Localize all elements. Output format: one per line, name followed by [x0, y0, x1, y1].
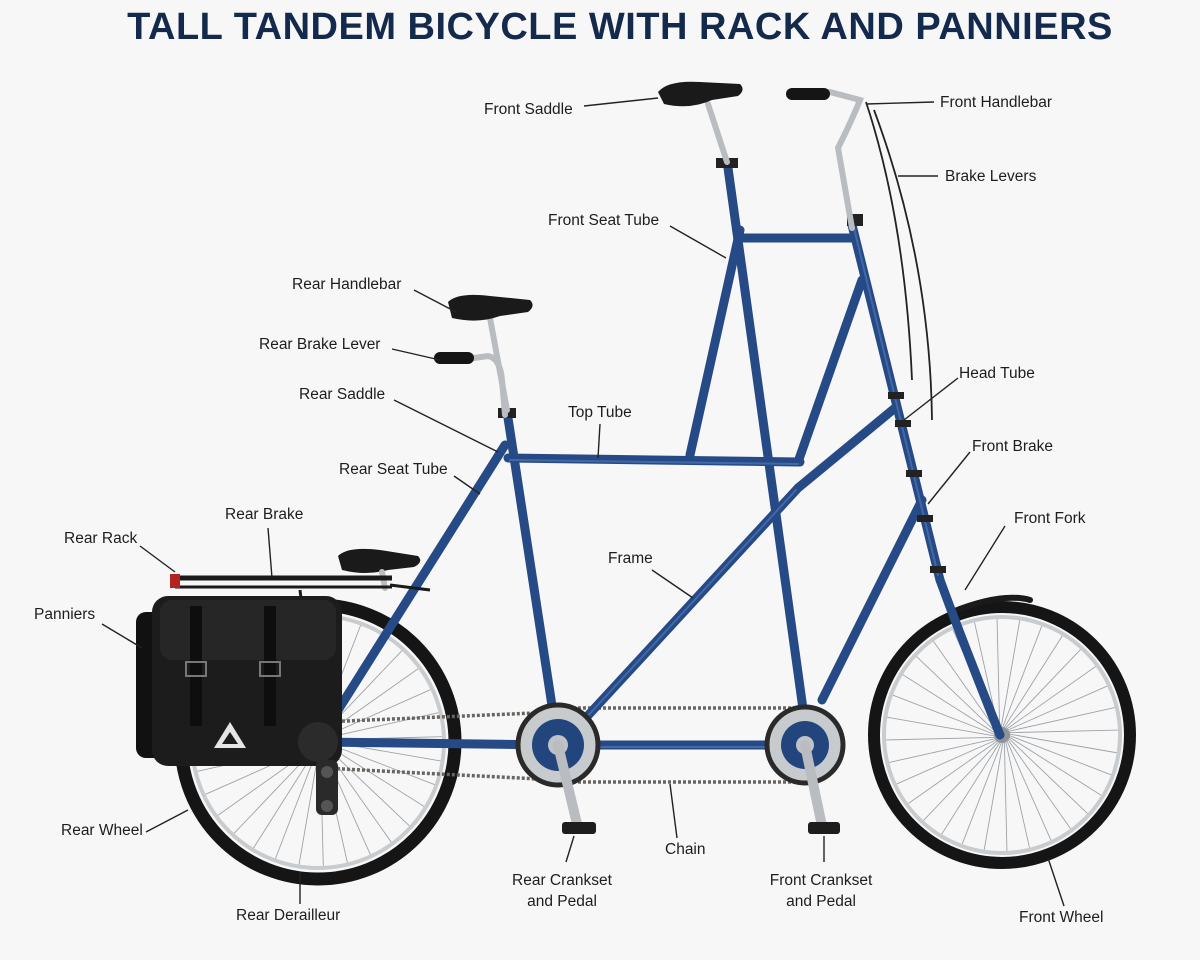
wheel-spoke	[889, 737, 998, 763]
rear-handlebar	[434, 352, 508, 418]
wheel-spoke	[1006, 738, 1071, 829]
label-front-crankset-line2: and Pedal	[786, 893, 856, 910]
wheel-spoke	[1003, 649, 1081, 730]
label-rear-saddle: Rear Saddle	[299, 386, 386, 403]
label-rear-brake: Rear Brake	[225, 506, 304, 523]
wheel-spoke	[983, 740, 1004, 850]
wheel-spoke	[996, 619, 1001, 730]
wheel-spoke	[323, 741, 435, 785]
wheel-spoke	[908, 739, 999, 804]
label-front-handlebar: Front Handlebar	[940, 94, 1053, 111]
label-front-fork: Front Fork	[1014, 510, 1086, 527]
label-panniers: Panniers	[34, 606, 96, 623]
wheel-spoke	[1007, 735, 1102, 796]
wheel-spoke	[886, 736, 997, 741]
rear-rack-saddle	[338, 548, 421, 591]
label-front-crankset-line1: Front Crankset	[769, 872, 873, 889]
label-frame: Frame	[608, 550, 653, 567]
label-rear-crankset-line1: Rear Crankset	[512, 872, 612, 889]
rear-crankset	[515, 702, 601, 834]
label-rear-derailleur: Rear Derailleur	[236, 907, 341, 924]
wheel-spoke	[892, 694, 997, 736]
wheel-spoke	[941, 740, 1002, 835]
front-saddle	[658, 81, 743, 165]
label-chain: Chain	[665, 841, 706, 858]
wheel-spoke	[1007, 736, 1088, 814]
wheel-spoke	[298, 747, 320, 865]
wheel-spoke	[916, 656, 997, 734]
label-rear-crankset-line2: and Pedal	[527, 893, 597, 910]
wheel-spoke	[1007, 729, 1118, 734]
label-rear-rack: Rear Rack	[64, 530, 138, 547]
label-rear-crankset: Rear Crankset and Pedal	[512, 870, 612, 912]
label-rear-brake-lever: Rear Brake Lever	[259, 336, 381, 353]
wheel-spoke	[1007, 734, 1112, 776]
wheel-spoke	[1003, 740, 1008, 851]
front-handlebar	[786, 88, 933, 421]
front-crankset	[764, 704, 846, 834]
wheel-spoke	[275, 747, 319, 859]
page-title: TALL TANDEM BICYCLE WITH RACK AND PANNIE…	[127, 6, 1113, 48]
label-rear-wheel: Rear Wheel	[61, 822, 143, 839]
wheel-spoke	[1007, 733, 1117, 754]
wheel-spoke	[1006, 707, 1115, 733]
wheel-spoke	[1005, 666, 1096, 731]
label-rear-seat-tube: Rear Seat Tube	[339, 461, 448, 478]
wheel-spoke	[902, 674, 997, 735]
label-rear-handlebar: Rear Handlebar	[292, 276, 402, 293]
label-front-brake: Front Brake	[972, 438, 1053, 455]
label-head-tube: Head Tube	[959, 365, 1035, 382]
wheel-spoke	[1000, 620, 1021, 730]
label-front-seat-tube: Front Seat Tube	[548, 212, 660, 229]
wheel-spoke	[933, 641, 998, 732]
wheel-spoke	[896, 738, 998, 785]
panniers	[136, 596, 342, 766]
wheel-spoke	[923, 740, 1001, 821]
wheel-spoke	[1005, 739, 1052, 841]
rear-derailleur	[298, 722, 338, 815]
label-front-crankset: Front Crankset and Pedal	[770, 870, 873, 912]
label-front-saddle: Front Saddle	[484, 101, 573, 118]
wheel-spoke	[1006, 685, 1108, 732]
leader-lines	[101, 97, 1065, 907]
label-top-tube: Top Tube	[568, 404, 632, 421]
label-front-wheel: Front Wheel	[1019, 909, 1104, 926]
wheel-spoke	[1001, 625, 1043, 730]
wheel-spoke	[1004, 739, 1030, 848]
wheel-spoke	[1002, 635, 1063, 730]
wheel-spoke	[887, 716, 997, 737]
label-brake-levers: Brake Levers	[945, 168, 1037, 185]
wheel-spoke	[961, 740, 1003, 845]
